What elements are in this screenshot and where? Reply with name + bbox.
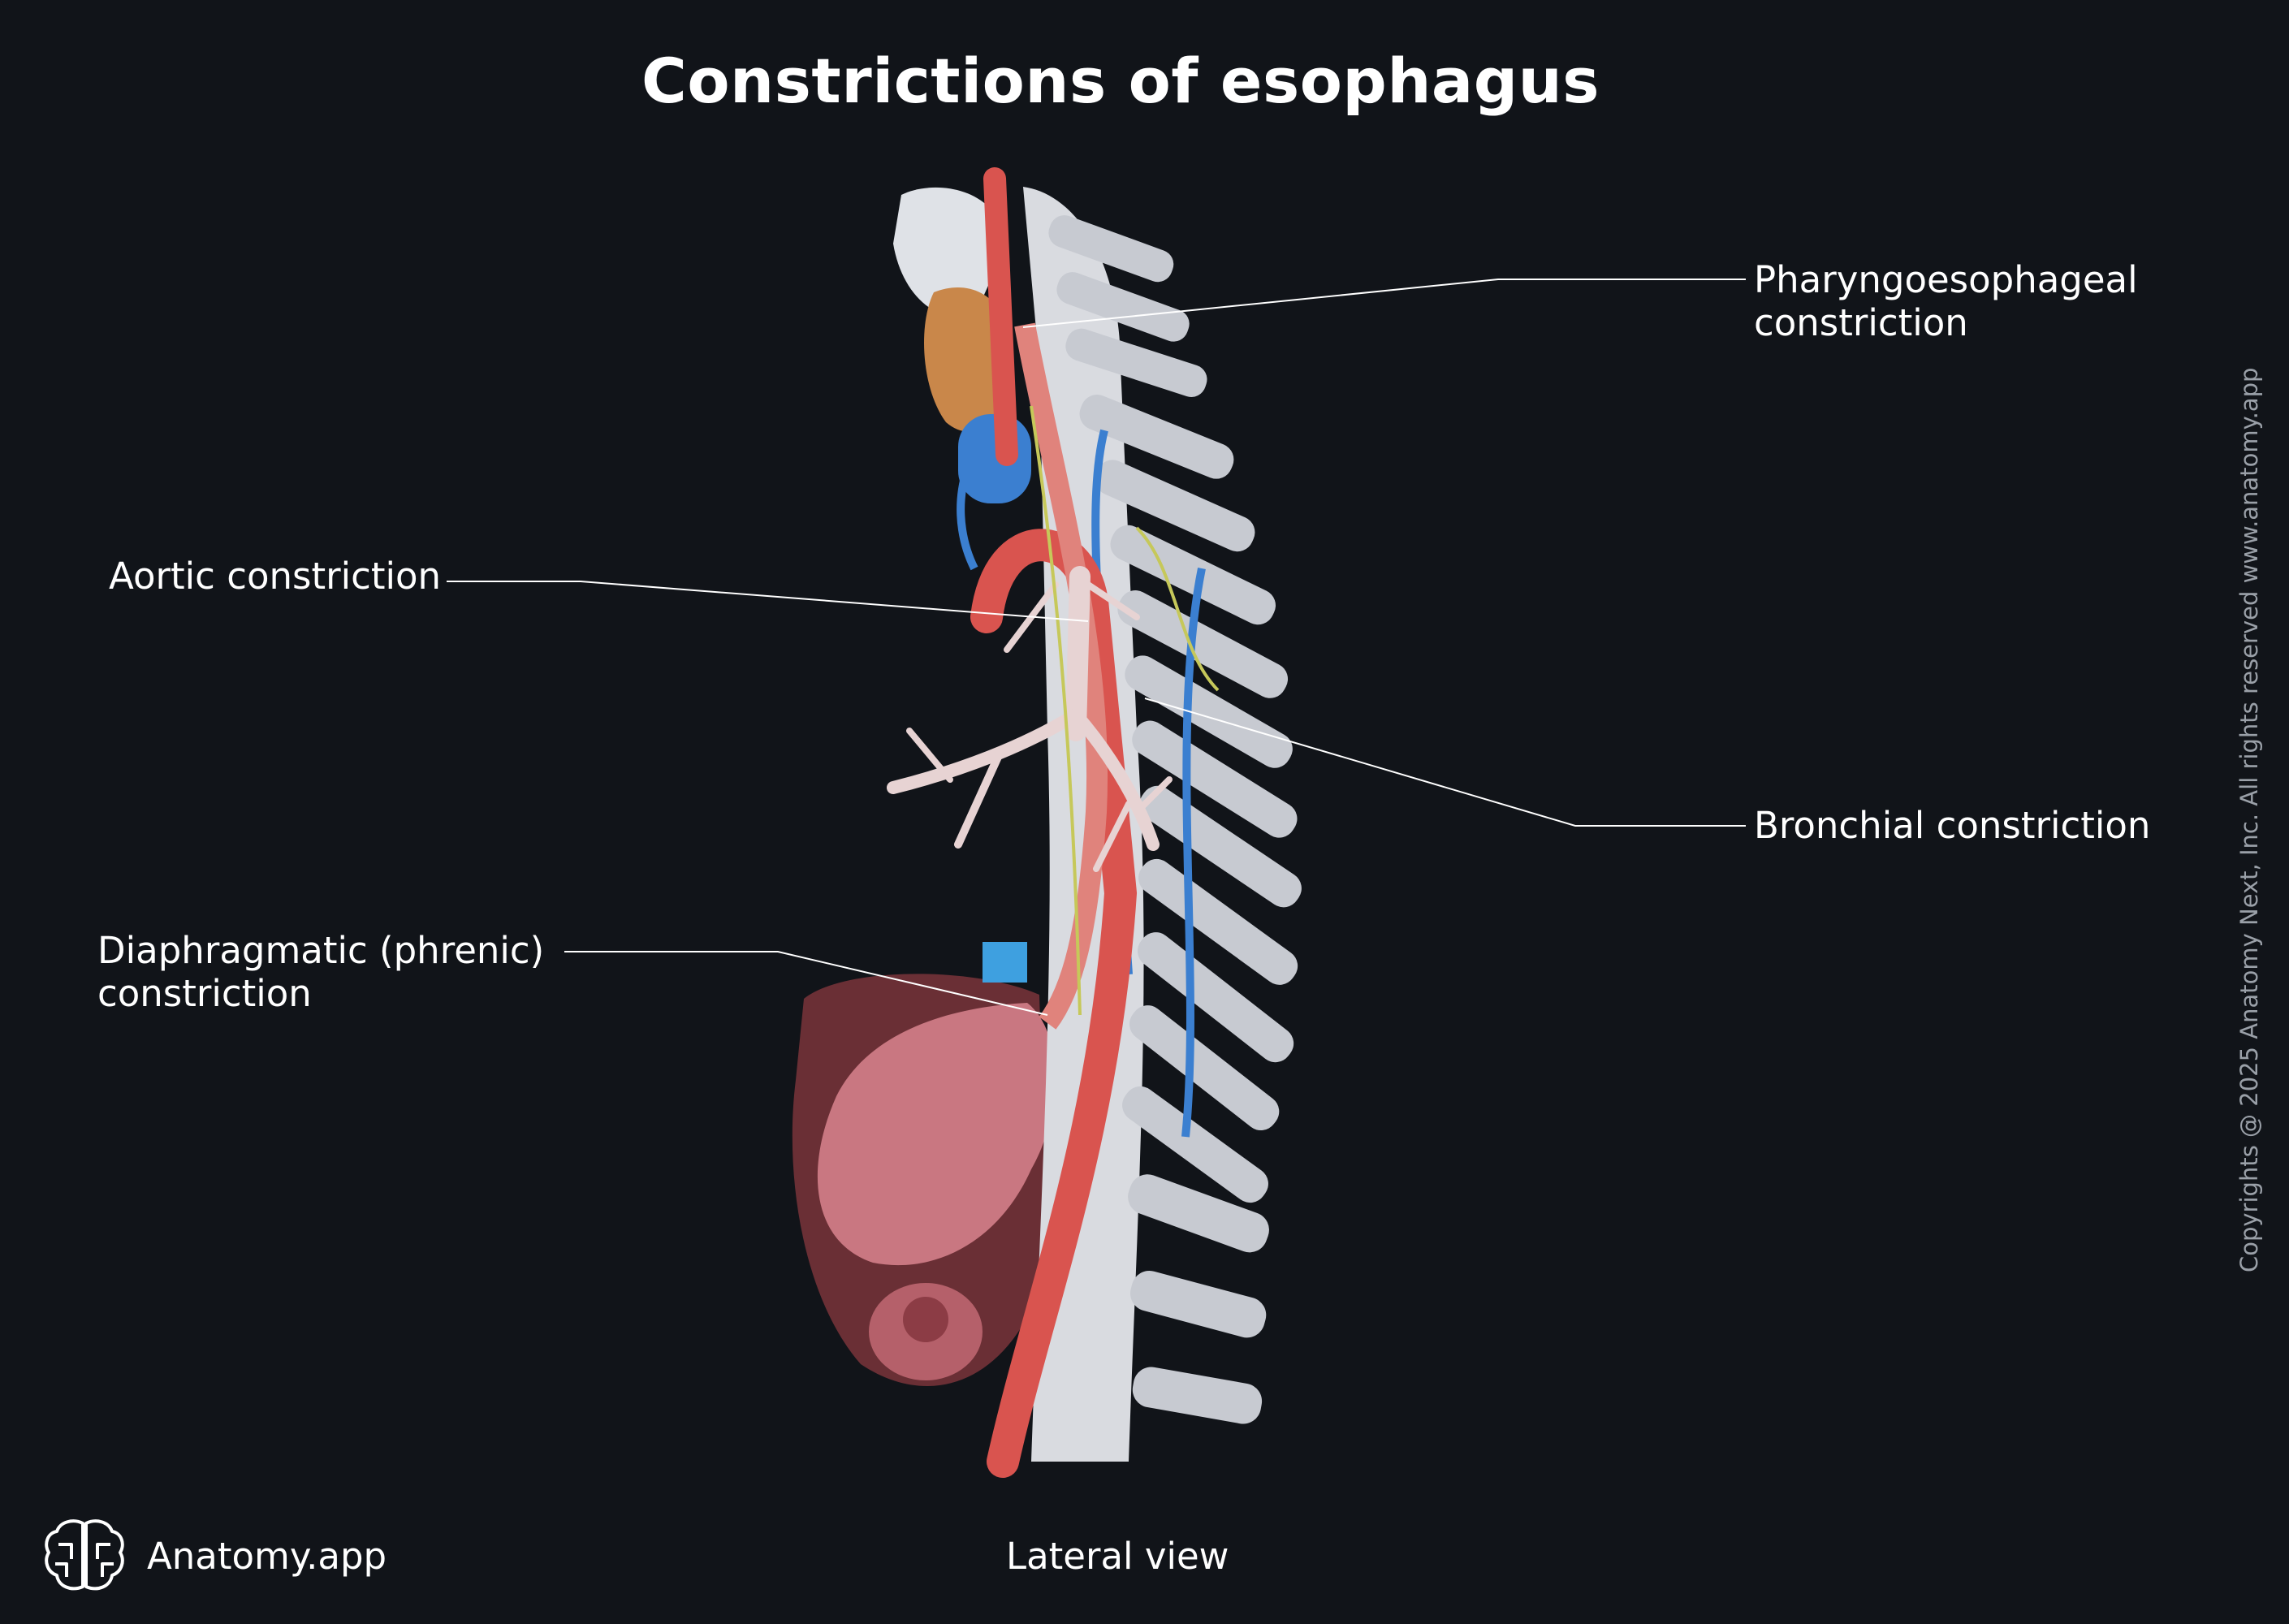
larynx — [893, 187, 1007, 318]
thyroid-gland — [924, 287, 1012, 432]
arteries — [970, 167, 1138, 1478]
label-diaphragmatic-constriction: Diaphragmatic (phrenic) constriction — [97, 929, 545, 1015]
leader-line-bronchial — [1144, 698, 1746, 827]
label-bronchial-constriction: Bronchial constriction — [1754, 804, 2151, 847]
nerves — [1030, 405, 1220, 1016]
vena-cava — [983, 942, 1027, 983]
copyright-notice: Copyrights @ 2025 Anatomy Next, Inc. All… — [2235, 367, 2263, 1272]
label-pharyngoesophageal-constriction: Pharyngoesophageal constriction — [1754, 258, 2138, 344]
leader-line-diaphragmatic — [564, 951, 1048, 1016]
leader-line-pharyngoesophageal — [1022, 279, 1746, 328]
label-aortic-constriction: Aortic constriction — [109, 555, 442, 598]
brand: Anatomy.app — [42, 1517, 387, 1595]
brand-name: Anatomy.app — [147, 1534, 387, 1578]
esophagus — [1014, 322, 1108, 1030]
leader-line-aortic — [447, 581, 1089, 622]
brain-logo-icon — [45, 1519, 124, 1591]
page-title: Constrictions of esophagus — [641, 45, 1600, 117]
view-caption: Lateral view — [1006, 1535, 1229, 1578]
leader-lines — [447, 279, 1746, 1016]
stomach — [817, 1003, 1056, 1266]
